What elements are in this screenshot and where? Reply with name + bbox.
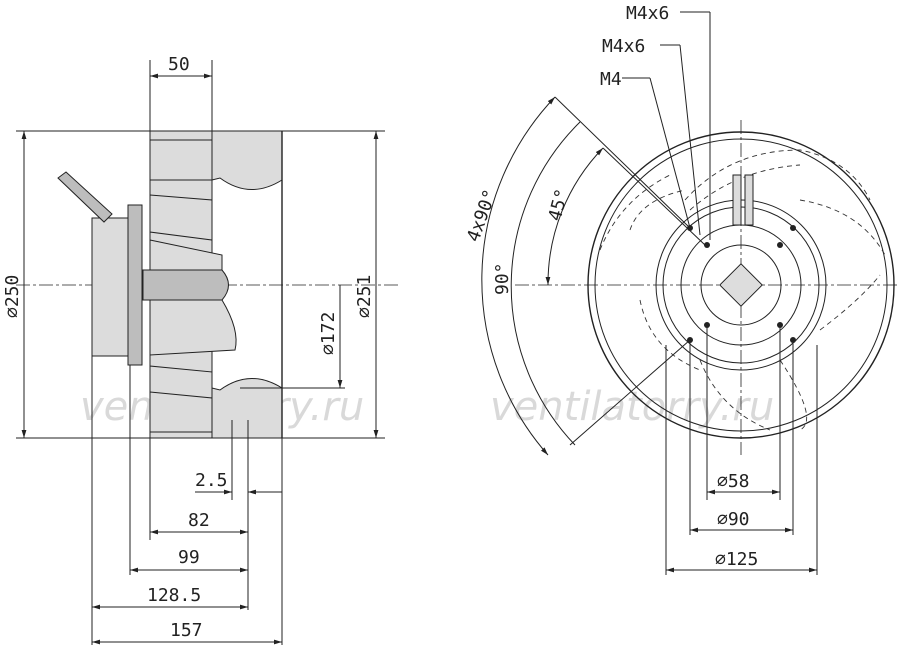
dim-251: ⌀251	[354, 275, 375, 318]
blade-4	[149, 391, 213, 433]
arc-4x90	[481, 96, 556, 456]
angle-45: 45°	[545, 186, 574, 223]
connector-pin-2	[744, 174, 754, 226]
arc-45	[545, 147, 604, 286]
mount-hole-1	[704, 242, 710, 248]
flange-plate	[127, 204, 143, 366]
dim-90: ⌀90	[717, 509, 750, 530]
motor-hub	[142, 269, 229, 301]
connector-pin-1	[732, 174, 742, 226]
outer-ring	[587, 131, 895, 439]
outer-ring-inner	[594, 138, 888, 432]
label-plate	[719, 263, 763, 307]
cable	[57, 171, 113, 223]
mount-hole-2	[777, 242, 783, 248]
thread-label-3: M4	[600, 69, 622, 90]
side-view: 50 ⌀250 ⌀251 ⌀172 2.5 82 99 128.5 157	[2, 54, 400, 645]
arc-90	[510, 121, 581, 446]
motor-body-top	[149, 239, 223, 271]
dim-50: 50	[168, 54, 190, 75]
blade-2	[149, 194, 213, 241]
dim-82: 82	[188, 510, 210, 531]
dim-99: 99	[178, 547, 200, 568]
angle-4x90: 4x90°	[463, 187, 501, 245]
mount-hole-6	[790, 225, 796, 231]
thread-label-2: M4x6	[602, 36, 645, 57]
dim-172: ⌀172	[318, 312, 339, 355]
dim-157: 157	[170, 620, 203, 641]
hub-ring-58	[700, 244, 782, 326]
thread-label-1: M4x6	[626, 3, 669, 24]
inlet-ring-top	[211, 130, 283, 190]
dim-250: ⌀250	[2, 275, 23, 318]
dim-125: ⌀125	[715, 549, 758, 570]
dim-128-5: 128.5	[147, 585, 201, 606]
motor-body-bottom	[149, 299, 237, 356]
angle-90: 90°	[492, 262, 513, 295]
blade-1	[149, 139, 213, 181]
dim-58: ⌀58	[717, 471, 750, 492]
front-view: M4x6 M4x6 M4 4x90° 45° 90° ⌀58 ⌀90 ⌀125	[463, 3, 900, 575]
dim-2-5: 2.5	[195, 470, 228, 491]
